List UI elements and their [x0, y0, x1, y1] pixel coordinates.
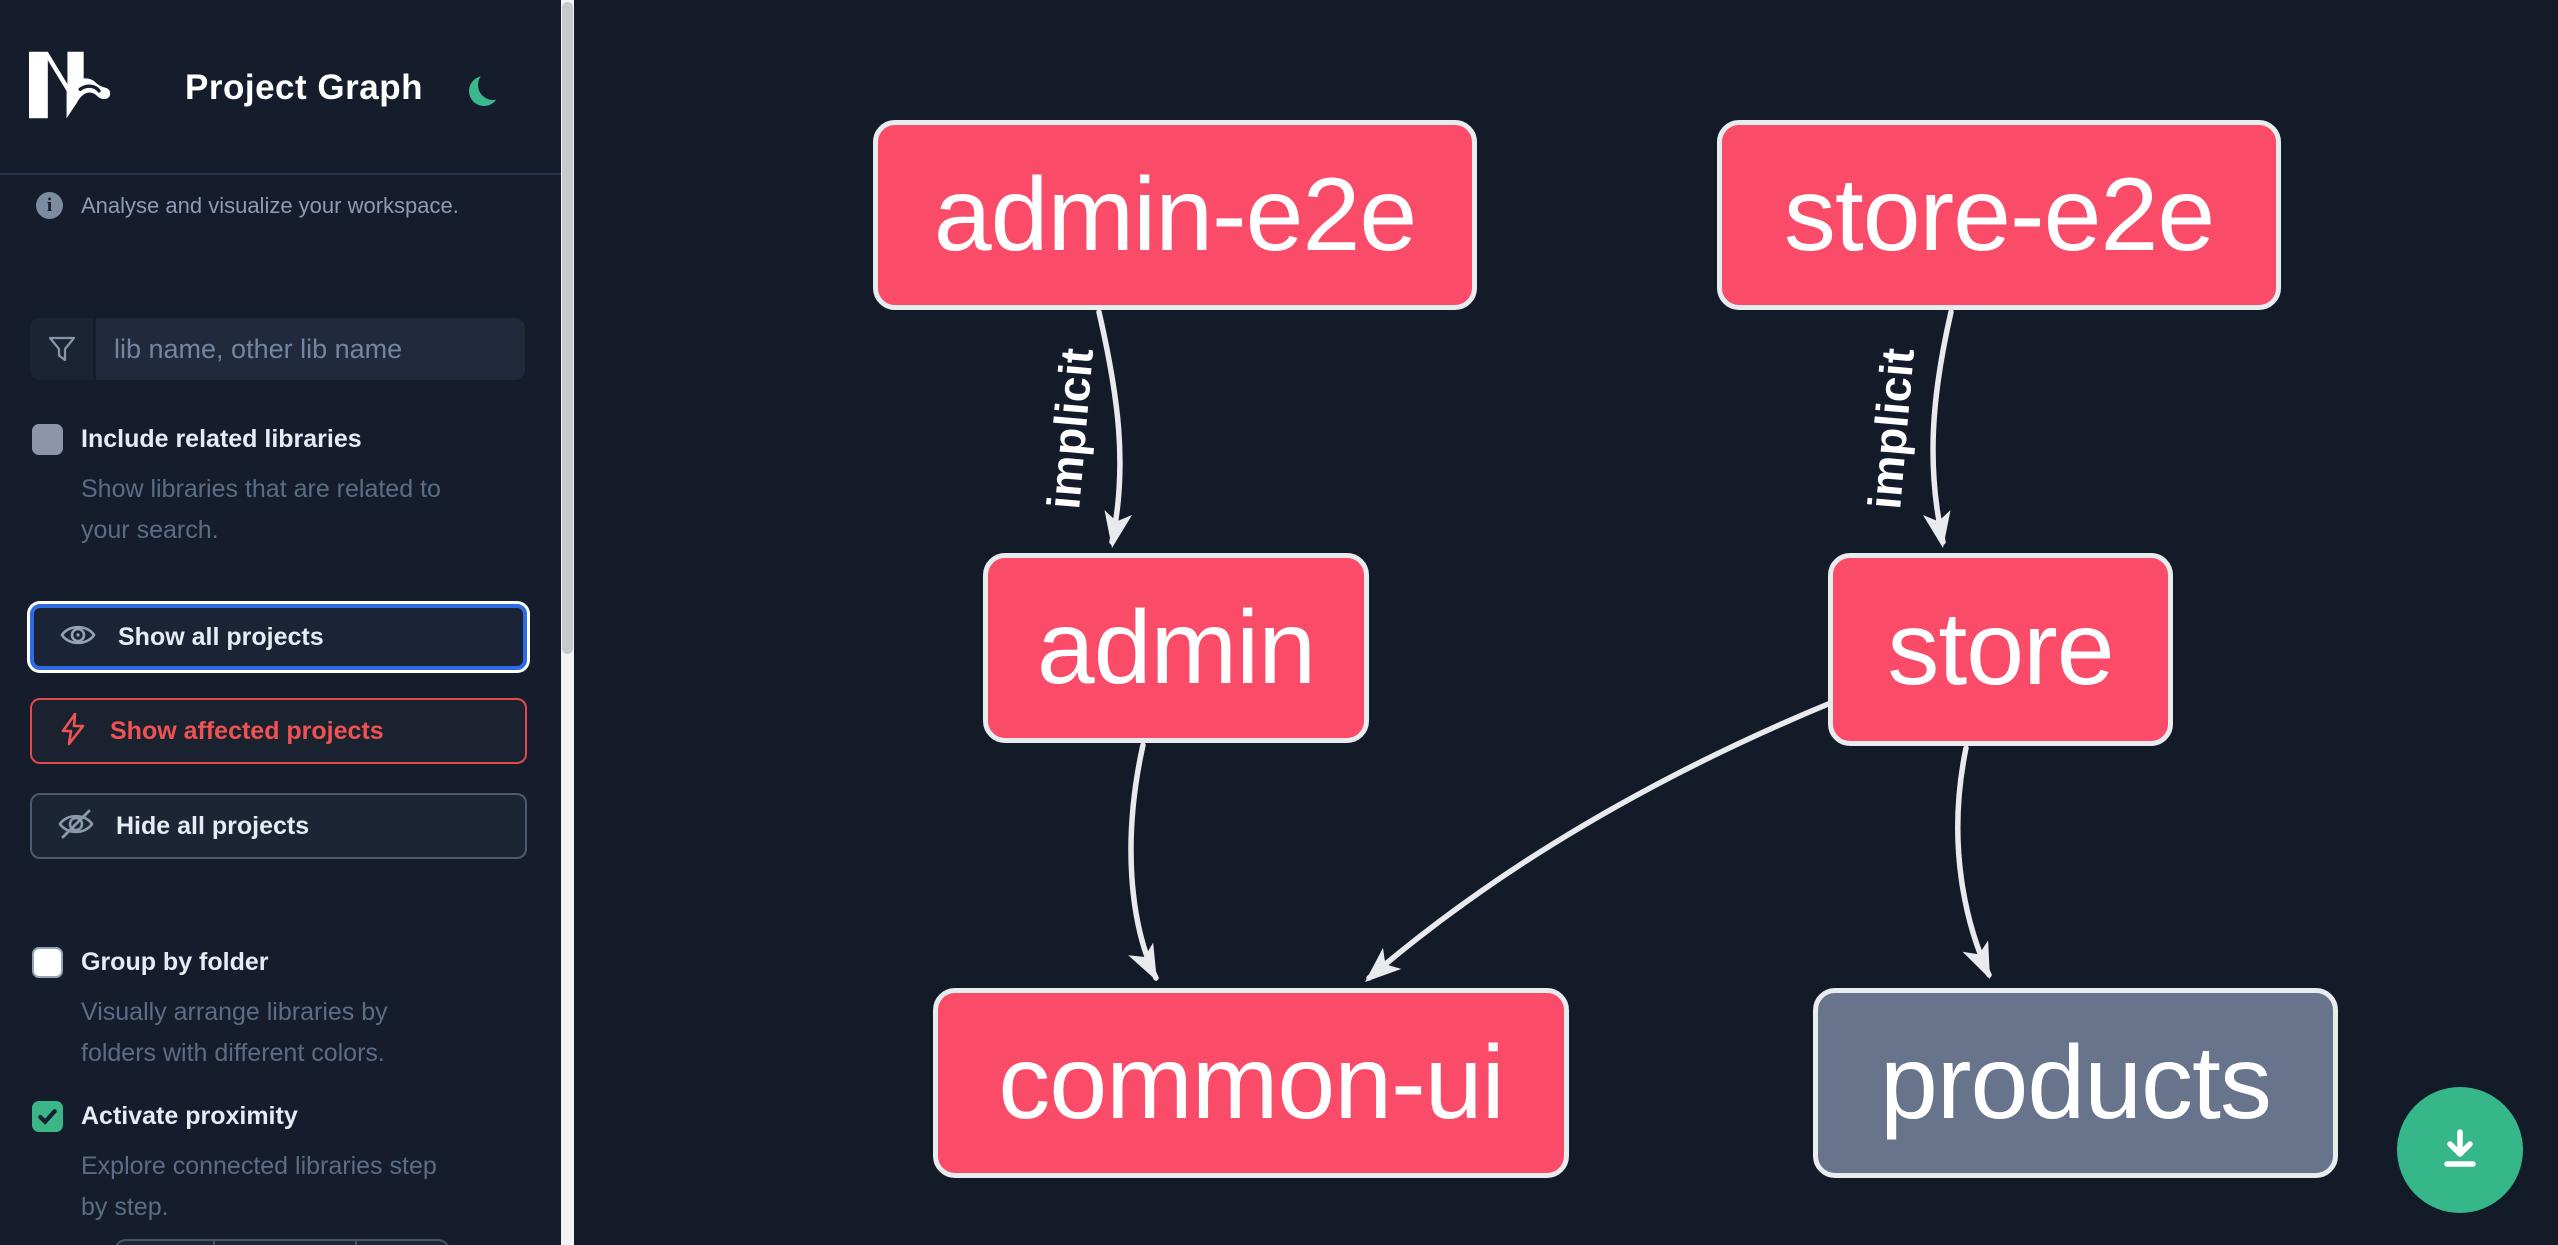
search-input[interactable] [96, 318, 525, 380]
node-label: admin-e2e [933, 156, 1417, 273]
graph-edges: implicit implicit [1034, 309, 1992, 982]
download-image-button[interactable] [2397, 1087, 2523, 1213]
project-graph-canvas[interactable]: implicit implicit admin-e2e store-e2e ad… [574, 0, 2558, 1245]
graph-node-products[interactable]: products [1813, 988, 2338, 1178]
arrowhead [1104, 510, 1133, 548]
theme-toggle-moon-icon[interactable] [478, 70, 508, 100]
workspace-info: i Analyse and visualize your workspace. [36, 192, 536, 219]
group-by-folder-label: Group by folder [81, 948, 269, 976]
arrowhead [1962, 940, 1990, 979]
activate-proximity-checkbox[interactable] [32, 1101, 63, 1132]
edge-store-common-ui [1366, 699, 1836, 981]
include-related-description: Show libraries that are related to your … [81, 475, 441, 544]
graph-node-store-e2e[interactable]: store-e2e [1717, 120, 2281, 310]
include-related-checkbox[interactable] [32, 424, 63, 455]
lightning-icon [58, 712, 88, 751]
activate-proximity-label: Activate proximity [81, 1102, 298, 1130]
node-label: store [1887, 591, 2114, 707]
sidebar-scrollbar-thumb[interactable] [562, 2, 573, 654]
hide-all-projects-button[interactable]: Hide all projects [30, 793, 527, 859]
graph-node-admin[interactable]: admin [983, 553, 1369, 743]
edge-store-e2e-store [1930, 309, 1954, 545]
option-activate-proximity: Activate proximity Explore connected lib… [32, 1101, 532, 1228]
edge-label-implicit: implicit [1037, 346, 1103, 511]
option-include-related: Include related libraries Show libraries… [32, 424, 532, 551]
node-label: admin [1036, 589, 1316, 706]
node-label: common-ui [998, 1024, 1504, 1141]
page-title: Project Graph [185, 68, 423, 107]
eye-icon [60, 620, 96, 655]
info-icon: i [36, 192, 63, 219]
include-related-label: Include related libraries [81, 425, 362, 453]
group-by-folder-description: Visually arrange libraries by folders wi… [81, 998, 388, 1067]
show-affected-projects-button[interactable]: Show affected projects [30, 698, 527, 764]
arrowhead [1128, 942, 1157, 981]
node-label: store-e2e [1783, 156, 2215, 273]
info-text: Analyse and visualize your workspace. [81, 192, 459, 218]
graph-node-admin-e2e[interactable]: admin-e2e [873, 120, 1477, 310]
show-all-projects-button[interactable]: Show all projects [30, 604, 527, 670]
activate-proximity-description: Explore connected libraries step by step… [81, 1152, 437, 1221]
node-label: products [1880, 1024, 2272, 1141]
show-all-projects-label: Show all projects [118, 622, 324, 651]
search-box [30, 318, 525, 380]
proximity-stepper-control[interactable] [114, 1239, 450, 1245]
download-icon [2436, 1124, 2484, 1177]
edge-admin-common-ui [1128, 742, 1159, 981]
group-by-folder-checkbox[interactable] [32, 947, 63, 978]
arrowhead [1365, 947, 1402, 982]
sidebar-header: Project Graph [0, 0, 561, 175]
edge-admin-e2e-admin [1096, 309, 1123, 545]
sidebar: Project Graph i Analyse and visualize yo… [0, 0, 561, 1245]
arrowhead [1922, 510, 1951, 548]
eye-off-icon [58, 808, 94, 845]
show-affected-projects-label: Show affected projects [110, 716, 384, 745]
hide-all-projects-label: Hide all projects [116, 811, 310, 840]
option-group-by-folder: Group by folder Visually arrange librari… [32, 947, 532, 1074]
edge-label-implicit: implicit [1858, 346, 1924, 511]
graph-node-common-ui[interactable]: common-ui [933, 988, 1569, 1178]
filter-icon [30, 318, 96, 380]
edge-store-products [1955, 745, 1992, 978]
nx-logo[interactable] [27, 50, 113, 125]
graph-node-store[interactable]: store [1828, 553, 2173, 746]
